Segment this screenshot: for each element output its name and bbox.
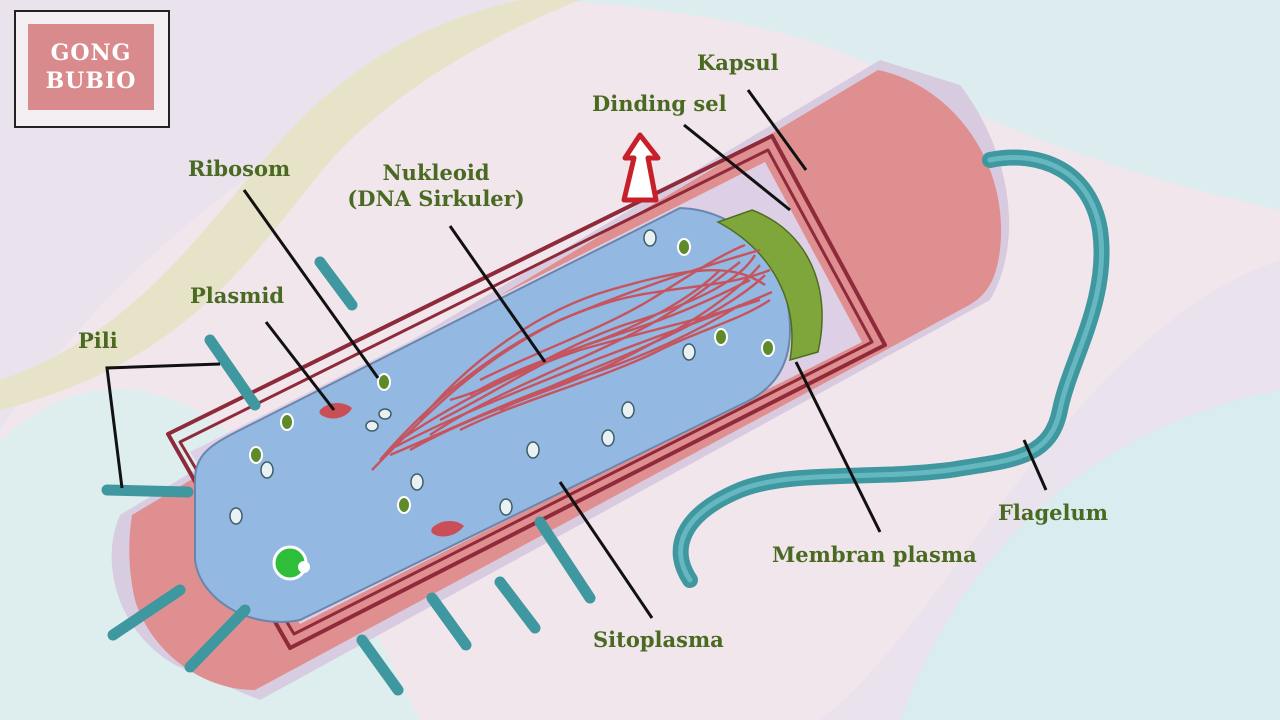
background-blob-cyan-top xyxy=(560,0,1280,210)
label-nukleoid-line-2: (DNA Sirkuler) xyxy=(347,186,525,211)
granule xyxy=(601,429,615,447)
label-nukleoid-line-1: Nukleoid xyxy=(382,160,490,185)
leader-plasmid xyxy=(264,321,336,411)
pilus xyxy=(356,634,404,696)
leader-ribosom xyxy=(242,189,380,379)
logo-line-1: GONG xyxy=(50,40,132,66)
leader-flagelum xyxy=(1022,439,1048,491)
ribosome xyxy=(714,328,728,346)
plasma-membrane xyxy=(716,209,823,362)
granule xyxy=(410,473,424,491)
granule xyxy=(260,461,274,479)
ribosome xyxy=(761,339,775,357)
leader-nukleoid xyxy=(448,225,547,363)
label-sitoplasma: Sitoplasma xyxy=(593,627,724,652)
leader-kapsul xyxy=(746,89,808,171)
logo-line-2: BUBIO xyxy=(45,68,137,94)
label-pili: Pili xyxy=(78,328,118,353)
ribosome xyxy=(397,496,411,514)
leader-dinding-sel xyxy=(683,123,791,212)
granule xyxy=(499,498,513,516)
granule xyxy=(682,343,696,361)
background-band-cream xyxy=(0,0,580,410)
pilus xyxy=(101,484,194,498)
background-blob-cyan-bottom xyxy=(900,390,1280,720)
leader-membran-plasma xyxy=(794,361,882,533)
leader-sitoplasma xyxy=(558,481,654,619)
plasmid-1 xyxy=(319,403,352,419)
label-plasmid: Plasmid xyxy=(190,283,285,308)
plasmid-2 xyxy=(431,521,464,537)
leader-lines xyxy=(105,89,1048,619)
ribosome xyxy=(677,238,691,256)
granules xyxy=(229,229,696,525)
pilus xyxy=(426,592,472,651)
pilus xyxy=(494,576,541,634)
pilus xyxy=(107,584,186,641)
ribosome xyxy=(280,413,294,431)
granule xyxy=(229,507,243,525)
flagellum-highlight xyxy=(678,155,1104,583)
ribosome xyxy=(377,373,391,391)
label-flagelum: Flagelum xyxy=(998,500,1109,525)
label-kapsul: Kapsul xyxy=(697,50,779,75)
inclusion-highlight xyxy=(298,561,310,573)
plasmids xyxy=(319,403,464,537)
pilus xyxy=(204,334,261,411)
ribosomes xyxy=(249,238,775,514)
granule xyxy=(643,229,657,247)
pilus xyxy=(314,256,358,311)
granule xyxy=(621,401,635,419)
granule xyxy=(526,441,540,459)
label-membran-plasma: Membran plasma xyxy=(772,542,977,567)
logo: GONG BUBIO xyxy=(28,24,154,110)
ribosome xyxy=(249,446,263,464)
nucleoid-dna xyxy=(371,243,773,471)
granule xyxy=(378,408,392,420)
label-ribosom: Ribosom xyxy=(188,156,291,181)
logo-frame: GONG BUBIO xyxy=(14,10,170,128)
label-dinding-sel: Dinding sel xyxy=(592,91,727,116)
pilus xyxy=(534,516,596,604)
granule xyxy=(365,420,379,432)
up-arrow-icon xyxy=(621,132,661,203)
pilus xyxy=(184,604,251,673)
leader-pili xyxy=(105,362,221,489)
label-nukleoid: Nukleoid (DNA Sirkuler) xyxy=(330,160,542,212)
pili-group xyxy=(101,256,596,696)
